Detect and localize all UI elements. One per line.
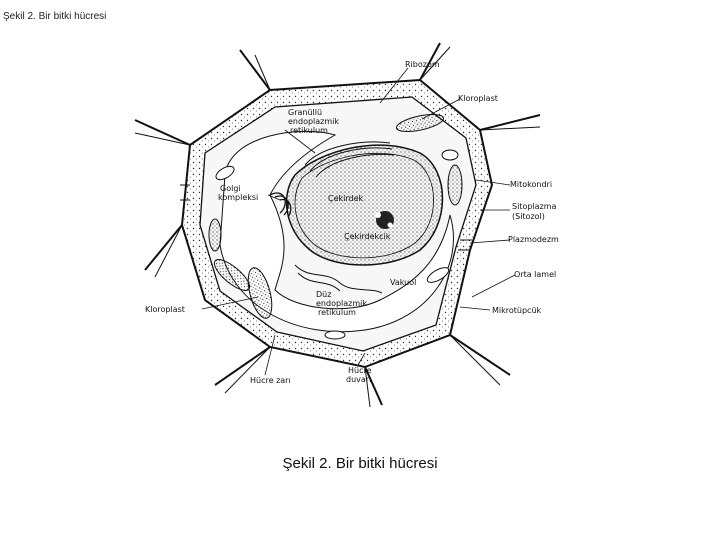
- neighbor-walls: [134, 42, 541, 408]
- label-duz-3: retikulum: [318, 308, 356, 317]
- mitochondria: [215, 149, 459, 340]
- plasmodesmata: [180, 184, 472, 251]
- label-hucre-zari: Hücre zarı: [250, 376, 291, 385]
- nucleus: [285, 144, 444, 266]
- chloroplasts: [208, 114, 463, 319]
- label-kloroplast-top: Kloroplast: [458, 94, 498, 103]
- label-cekirdekcik: Çekirdekcik: [344, 232, 391, 241]
- granular-er: [304, 141, 395, 178]
- leader-lines: [201, 67, 516, 376]
- label-hucre-2: duvarı: [346, 375, 371, 384]
- label-plazmodezm: Plazmodezm: [508, 235, 559, 244]
- label-mitokondri: Mitokondri: [510, 180, 552, 189]
- label-granullu-1: Granüllü: [288, 108, 322, 117]
- label-golgi-1: Golgi: [220, 184, 241, 193]
- label-hucre-1: Hücre: [348, 366, 372, 375]
- label-duz-1: Düz: [316, 290, 331, 299]
- label-vakuol: Vakuol: [390, 278, 416, 287]
- page-title: Şekil 2. Bir bitki hücresi: [3, 11, 107, 22]
- label-cekirdek: Çekirdek: [328, 194, 364, 203]
- figure-caption: Şekil 2. Bir bitki hücresi: [282, 455, 438, 472]
- plant-cell-diagram: Ribozom Kloroplast Granüllü endoplazmik …: [120, 35, 590, 415]
- label-orta-lamel: Orta lamel: [514, 270, 556, 279]
- label-mikrotupcuk: Mikrotüpcük: [492, 306, 542, 315]
- vacuole: [219, 130, 454, 333]
- label-kloroplast-left: Kloroplast: [145, 305, 185, 314]
- label-granullu-3: retikulum: [290, 126, 328, 135]
- smooth-er: [294, 264, 383, 294]
- label-ribozom: Ribozom: [405, 60, 440, 69]
- nucleolus: [375, 211, 394, 229]
- label-granullu-2: endoplazmik: [288, 117, 339, 126]
- plant-cell-svg: Ribozom Kloroplast Granüllü endoplazmik …: [134, 42, 559, 408]
- golgi-complex: [269, 192, 292, 218]
- label-duz-2: endoplazmik: [316, 299, 367, 308]
- label-sitozol: (Sitozol): [512, 212, 545, 221]
- label-sitoplazma: Sitoplazma: [512, 202, 557, 211]
- label-golgi-2: kompleksi: [218, 193, 258, 202]
